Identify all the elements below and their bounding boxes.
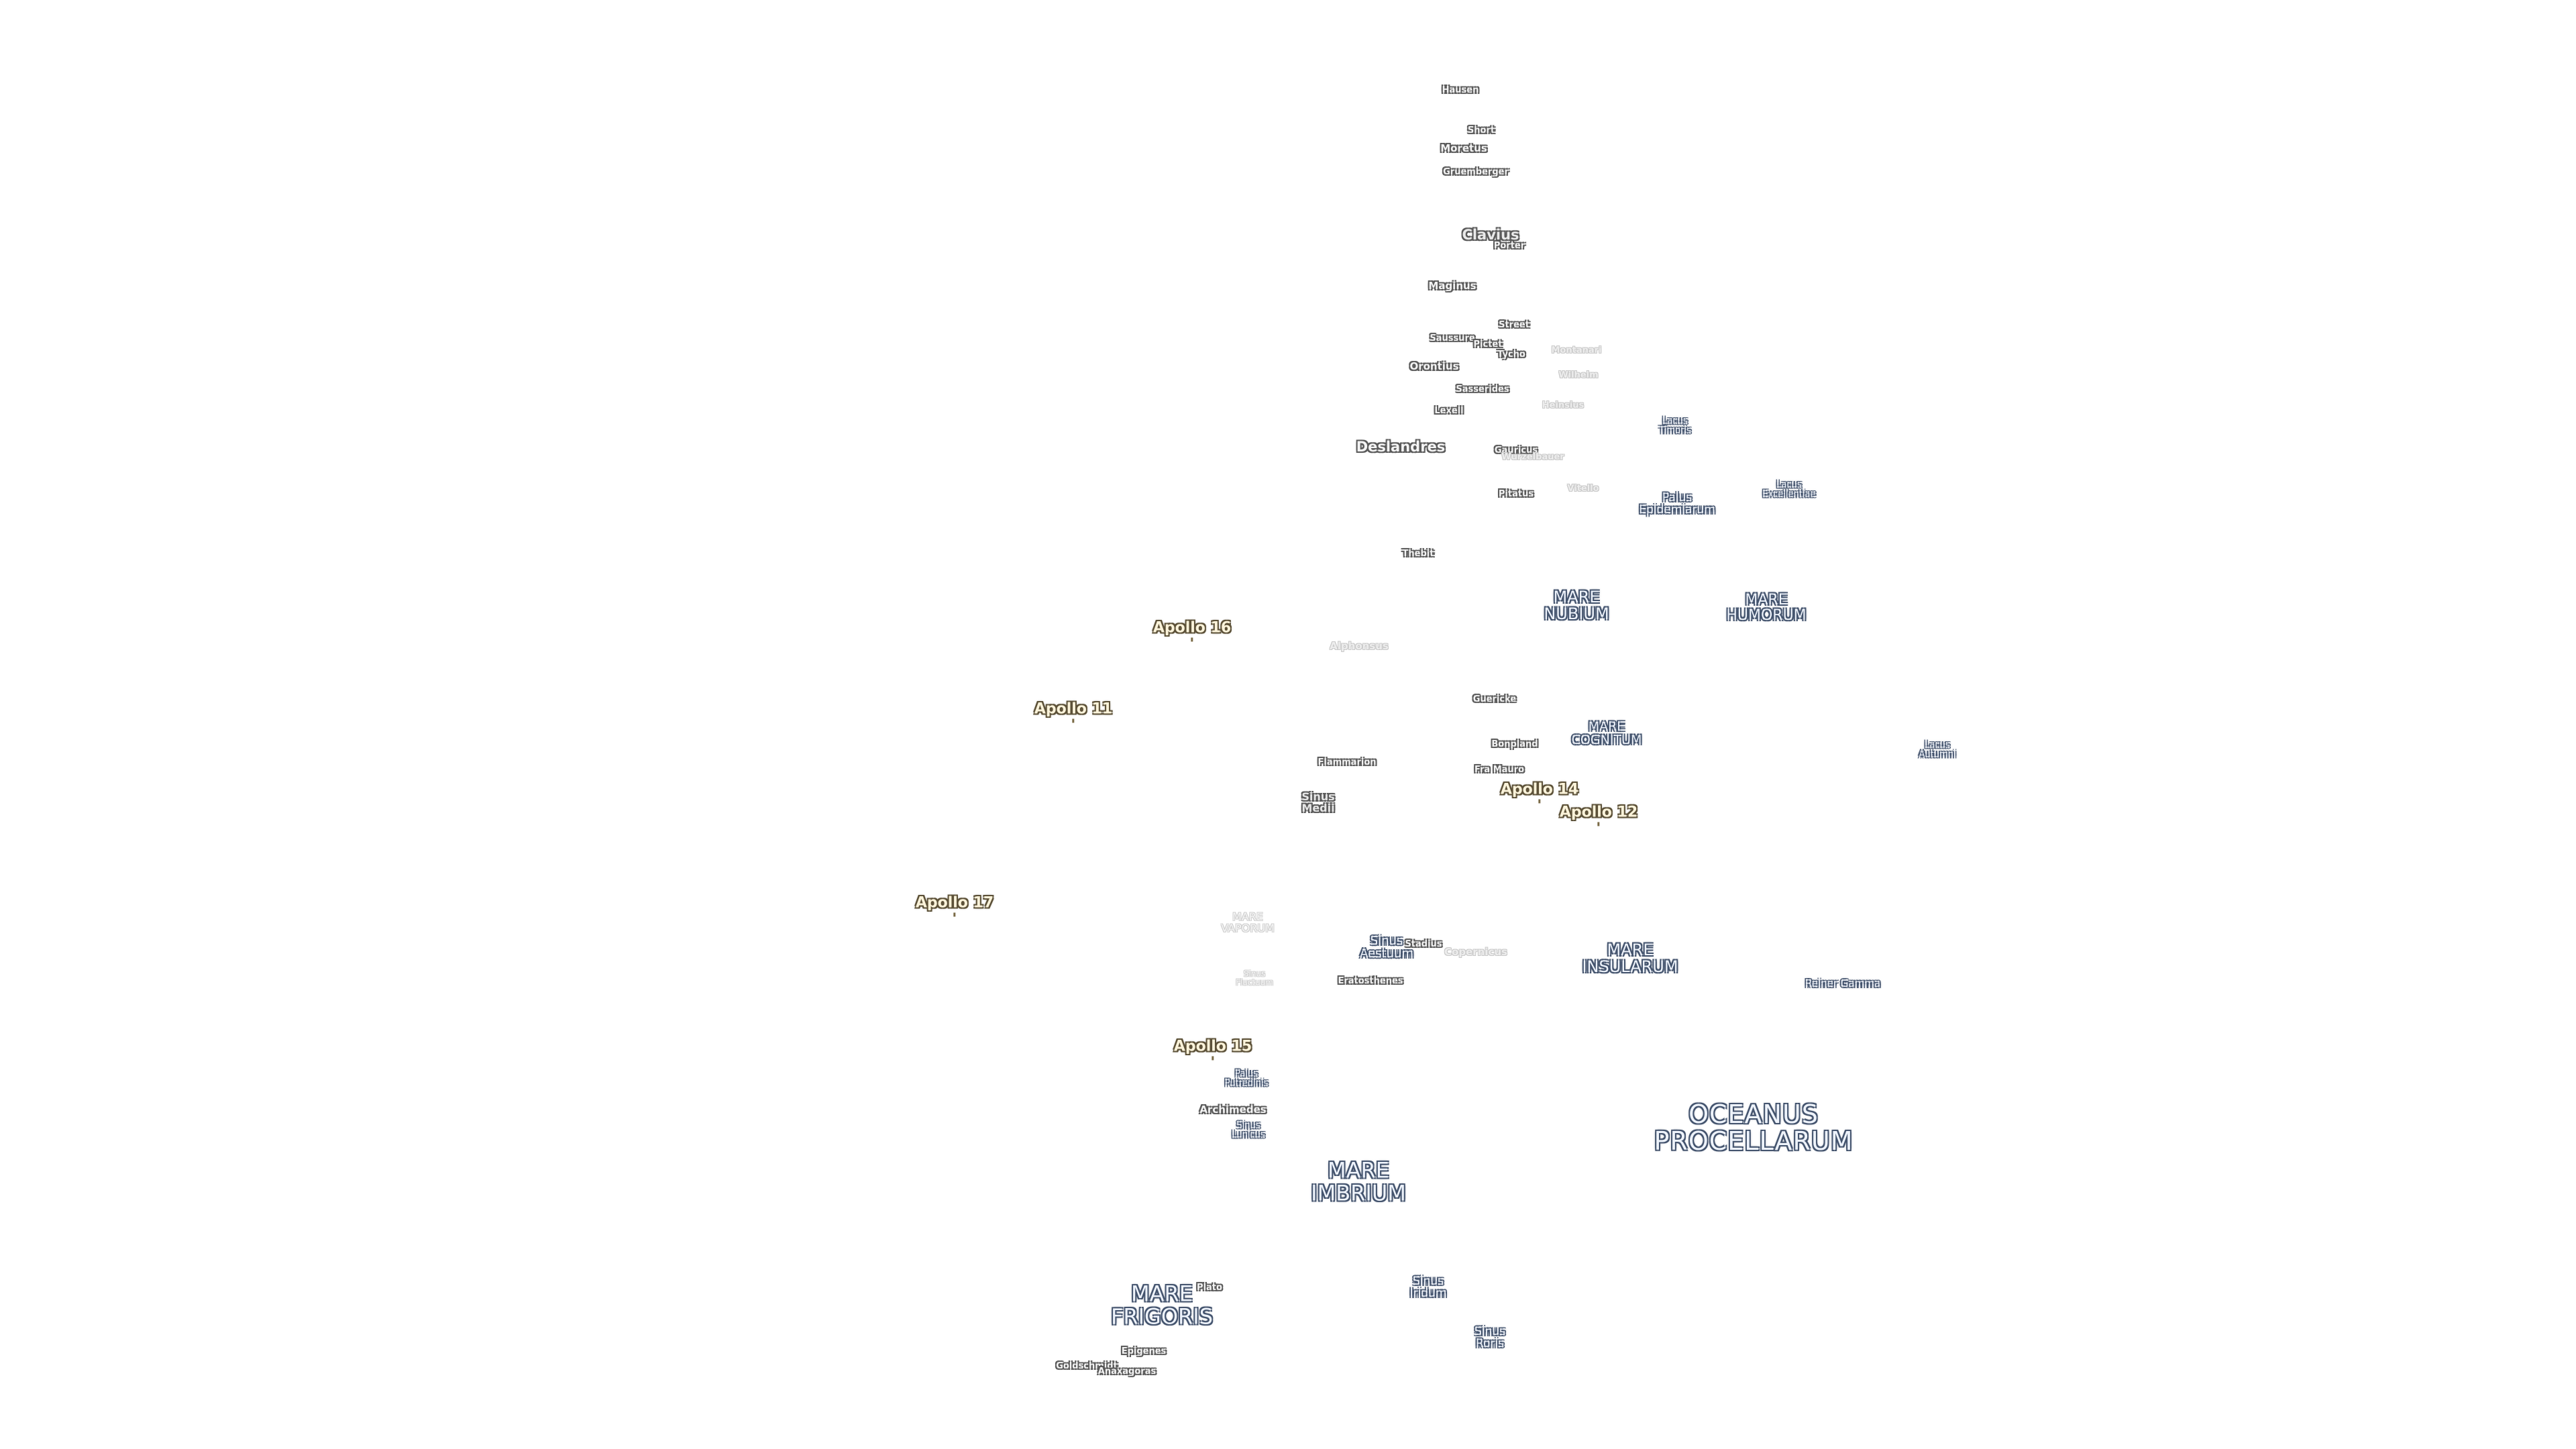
apollo-12-marker[interactable]: Apollo 12 <box>1559 804 1638 821</box>
sinus-label: Sinus Lunicus <box>1232 1120 1265 1140</box>
crater-label: Epigenes <box>1121 1346 1167 1357</box>
mare-label: MARE INSULARUM <box>1582 940 1678 976</box>
crater-label: Copernicus <box>1444 946 1507 959</box>
crater-label: Wilhelm <box>1558 370 1599 381</box>
crater-label: Goldschmidt <box>1056 1361 1118 1372</box>
mare-label: MARE HUMORUM <box>1726 591 1807 624</box>
crater-label: Gauricus <box>1494 445 1538 456</box>
palus-label: Palus Epidemiarum <box>1639 491 1715 517</box>
crater-label: Sasserides <box>1456 384 1509 395</box>
mare-label: MARE FRIGORIS <box>1110 1281 1214 1329</box>
sinus-label: Sinus Roris <box>1474 1325 1505 1350</box>
sinus-label: Sinus Fluctuum <box>1235 969 1274 987</box>
mare-label: MARE VAPORUM <box>1221 910 1275 934</box>
crater-label: Alphonsus <box>1330 640 1389 653</box>
crater-label: Clavius <box>1462 226 1519 243</box>
crater-label: Fra Mauro <box>1474 765 1525 775</box>
crater-label: Stadius <box>1405 939 1442 950</box>
apollo-16-marker[interactable]: Apollo 16 <box>1152 619 1232 637</box>
apollo-15-marker[interactable]: Apollo 15 <box>1173 1038 1252 1055</box>
crater-label: Short <box>1467 125 1495 136</box>
crater-label: Pictet <box>1473 339 1503 350</box>
crater-label: Anaxagoras <box>1097 1366 1157 1377</box>
crater-label: Plato <box>1197 1283 1222 1293</box>
crater-label: Wurzelbauer <box>1501 452 1564 463</box>
crater-label: Gruemberger <box>1443 167 1509 178</box>
mare-label: MARE COGNITUM <box>1571 719 1642 747</box>
sinus-label: Sinus Iridum <box>1409 1275 1447 1300</box>
crater-label: Lexell <box>1434 406 1464 417</box>
reiner-gamma-label: Reiner Gamma <box>1805 977 1881 990</box>
crater-label: Flammarion <box>1318 757 1377 768</box>
crater-label: Bonpland <box>1491 739 1538 750</box>
lacus-label: Lacus Excellentiae <box>1762 480 1816 499</box>
crater-label: Maginus <box>1428 280 1477 292</box>
lacus-label: Lacus Timoris <box>1659 416 1691 435</box>
crater-label: Archimedes <box>1199 1104 1267 1116</box>
crater-label: Thebit <box>1402 549 1434 559</box>
apollo-11-marker[interactable]: Apollo 11 <box>1034 700 1113 718</box>
crater-label: Montanari <box>1551 345 1602 356</box>
crater-label: Deslandres <box>1356 438 1446 455</box>
mare-label: MARE NUBIUM <box>1544 587 1609 623</box>
crater-label: Hausen <box>1442 85 1479 96</box>
crater-label: Tycho <box>1497 350 1525 360</box>
crater-label: Guericke <box>1472 694 1517 705</box>
palus-label: Palus Putredinis <box>1224 1069 1269 1088</box>
apollo-17-marker[interactable]: Apollo 17 <box>915 894 994 912</box>
crater-label: Pitatus <box>1498 489 1534 500</box>
crater-label: Sinus Medii <box>1301 790 1335 814</box>
sinus-label: Sinus Aestuum <box>1360 934 1413 961</box>
crater-label: Orontius <box>1409 360 1459 373</box>
crater-label: Heinsius <box>1542 400 1585 411</box>
apollo-14-marker[interactable]: Apollo 14 <box>1500 781 1579 798</box>
lacus-label: Lacus Autumni <box>1919 740 1956 759</box>
crater-label: Saussure <box>1430 333 1475 344</box>
mare-label: MARE IMBRIUM <box>1311 1157 1406 1205</box>
crater-label: Eratosthenes <box>1338 976 1403 987</box>
mare-label: OCEANUS PROCELLARUM <box>1654 1099 1854 1156</box>
crater-label: Porter <box>1493 241 1525 252</box>
crater-label: Vitello <box>1567 484 1599 494</box>
crater-label: Street <box>1499 320 1529 331</box>
crater-label: Moretus <box>1440 142 1487 155</box>
